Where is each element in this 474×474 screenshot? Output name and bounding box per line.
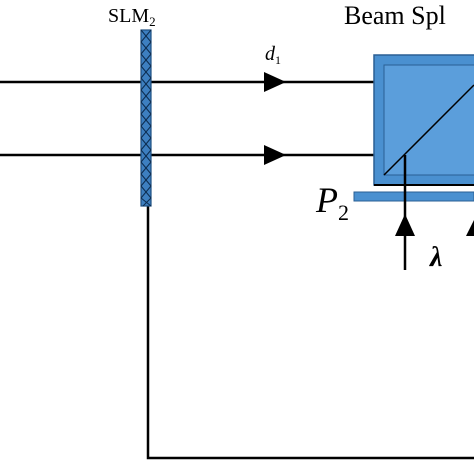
slm-element xyxy=(140,29,152,207)
lower-beam-arrow xyxy=(264,145,286,165)
distance-label-main: d xyxy=(265,43,276,65)
beam-splitter-label: Beam Spl xyxy=(344,1,446,30)
slm-crosshatch xyxy=(140,29,152,207)
distance-label: d1 xyxy=(265,43,281,67)
lambda-arrow xyxy=(395,214,415,236)
beam-splitter-cube xyxy=(373,54,474,186)
feedback-wire xyxy=(146,206,474,460)
polarizer-label: P2 xyxy=(315,180,349,225)
right-partial-arrow xyxy=(466,220,474,236)
wavelength-label: λ xyxy=(429,242,442,273)
cube-inner-face xyxy=(383,64,474,176)
polarizer-label-main: P xyxy=(315,180,338,220)
slm-body xyxy=(140,29,152,207)
slm-label: SLM2 xyxy=(108,5,156,29)
distance-label-sub: 1 xyxy=(275,53,281,67)
polarizer-label-sub: 2 xyxy=(338,200,349,225)
upper-beam-arrow xyxy=(264,72,286,92)
slm-label-main: SLM xyxy=(108,5,149,27)
slm-label-sub: 2 xyxy=(149,14,156,29)
polarizer-plate xyxy=(353,191,474,202)
cube-diagonal xyxy=(383,84,474,176)
